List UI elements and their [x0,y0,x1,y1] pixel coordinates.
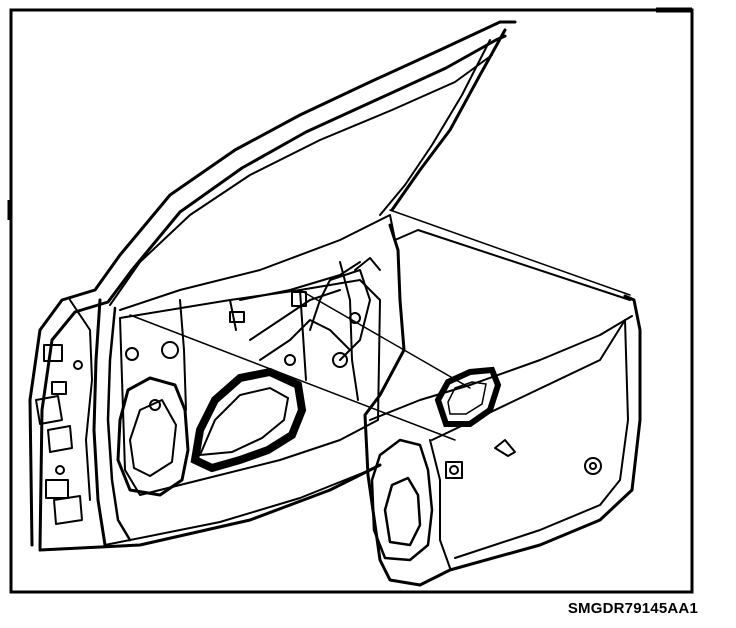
hinge-details [35,299,93,525]
alignment-lines [129,209,631,441]
diagram-border [9,8,694,594]
door-trim-panel [363,223,642,587]
trim-handle-recess [434,366,502,427]
trim-speaker-grille [370,438,434,562]
inner-speaker-opening [116,376,190,497]
trim-fasteners [445,439,602,479]
car-body-frame [28,20,517,552]
figure-code: SMGDR79145AA1 [567,600,698,617]
sealing-gasket [190,367,307,473]
window-regulator [239,257,381,361]
